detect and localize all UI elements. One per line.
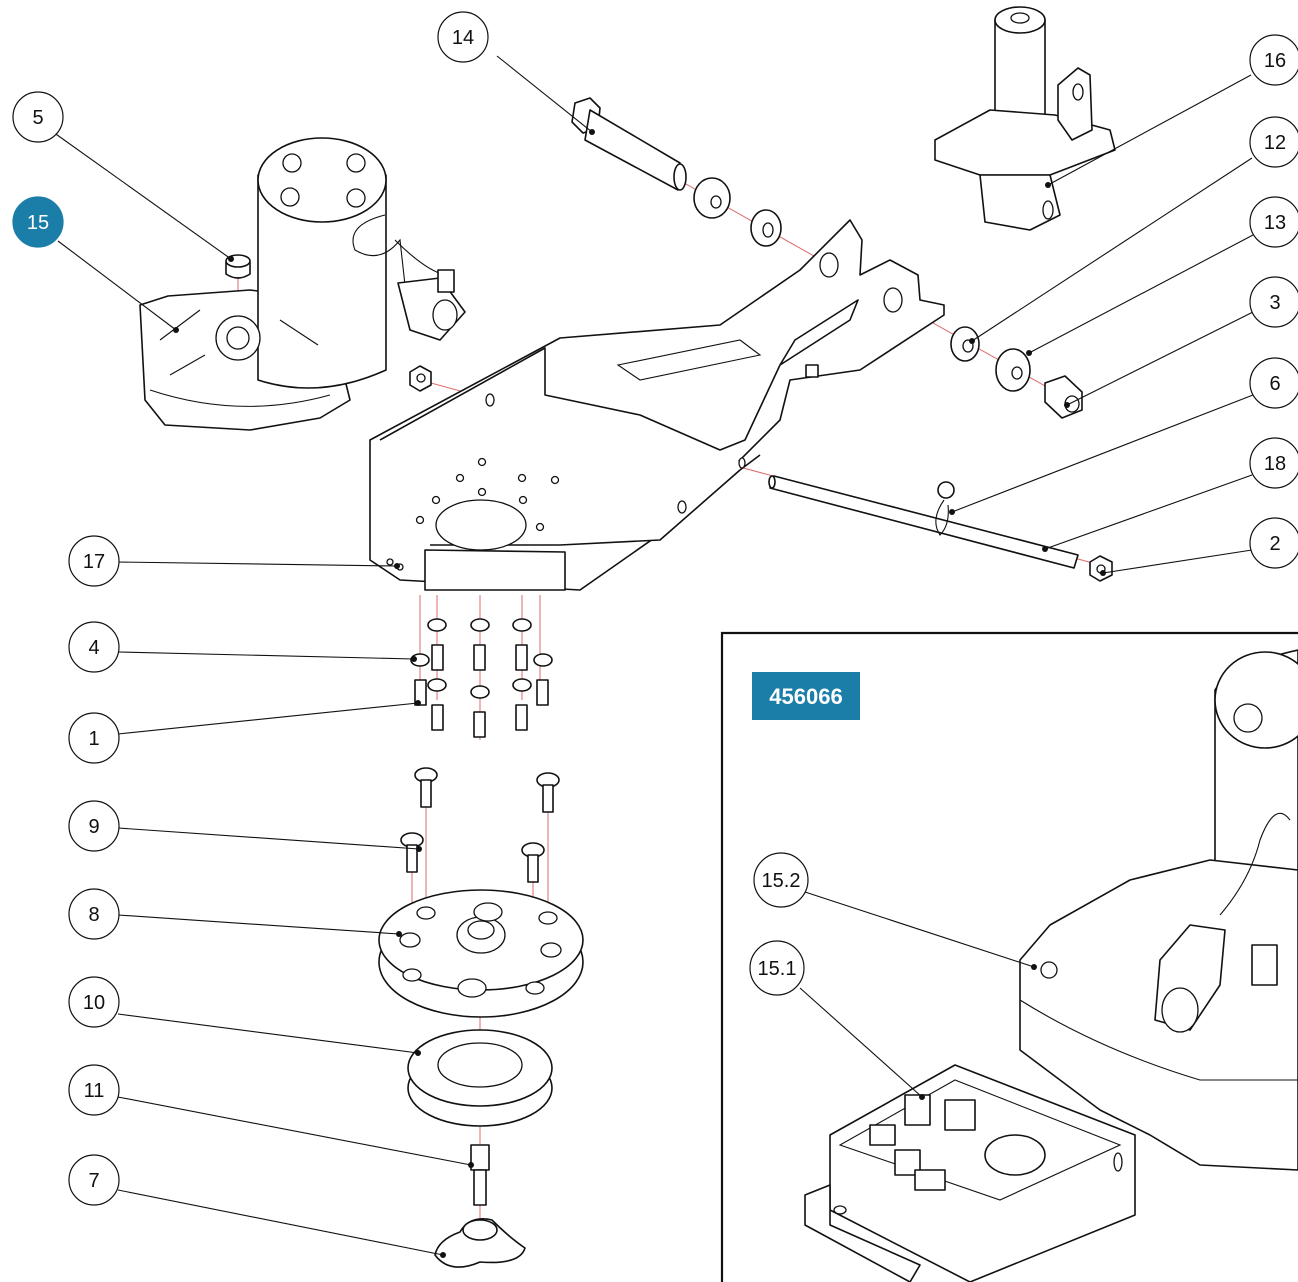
bushing-part-12 <box>950 326 980 362</box>
leader-dots <box>173 129 1106 1258</box>
callout-13[interactable]: 13 <box>1249 196 1298 248</box>
clip-part-6 <box>935 481 955 536</box>
callout-5[interactable]: 5 <box>12 91 64 143</box>
callout-label: 5 <box>32 107 43 129</box>
callout-label: 6 <box>1269 373 1280 395</box>
rod-part-18 <box>768 475 1079 569</box>
callout-4[interactable]: 4 <box>68 621 120 673</box>
callout-label: 13 <box>1264 212 1286 234</box>
washer-part-13 <box>995 348 1031 392</box>
plate-part-8 <box>378 889 584 1018</box>
callout-label: 1 <box>88 728 99 750</box>
bushing-part-14b <box>750 209 782 247</box>
callout-6[interactable]: 6 <box>1249 357 1298 409</box>
callout-3[interactable]: 3 <box>1249 276 1298 328</box>
leader-lines <box>52 55 1254 1256</box>
callout-label: 16 <box>1264 50 1286 72</box>
callout-label: 15.1 <box>758 958 797 980</box>
callout-label: 10 <box>83 992 105 1014</box>
washer-part-14a <box>693 177 731 219</box>
callout-label: 8 <box>88 904 99 926</box>
callout-15-1[interactable]: 15.1 <box>749 940 805 996</box>
callout-label: 17 <box>83 551 105 573</box>
callout-12[interactable]: 12 <box>1249 116 1298 168</box>
knob-part-7 <box>434 1218 526 1268</box>
nut-part-frame-left <box>409 365 432 392</box>
callout-label: 2 <box>1269 533 1280 555</box>
ring-part-10 <box>407 1029 553 1127</box>
bolt-part-14 <box>571 97 687 191</box>
callout-10[interactable]: 10 <box>68 976 120 1028</box>
callout-label: 14 <box>452 27 474 49</box>
callout-7[interactable]: 7 <box>68 1154 120 1206</box>
callout-2[interactable]: 2 <box>1249 517 1298 569</box>
cap-part-5 <box>225 254 251 279</box>
article-number-badge: 456066 <box>752 672 860 720</box>
callout-label: 9 <box>88 816 99 838</box>
screw-set-part-1-4 <box>410 618 553 738</box>
callout-1[interactable]: 1 <box>68 712 120 764</box>
callout-label: 18 <box>1264 453 1286 475</box>
nut-part-3 <box>1044 375 1083 419</box>
callout-15-2[interactable]: 15.2 <box>753 852 809 908</box>
nut-part-2 <box>1089 555 1113 582</box>
callout-label: 12 <box>1264 132 1286 154</box>
inset-detail-frame <box>720 631 1298 1282</box>
callout-15-highlighted[interactable]: 15 <box>12 196 64 248</box>
callout-11[interactable]: 11 <box>68 1064 120 1116</box>
callout-16[interactable]: 16 <box>1249 34 1298 86</box>
pin-part-11 <box>470 1144 490 1206</box>
callout-14[interactable]: 14 <box>437 11 489 63</box>
callout-8[interactable]: 8 <box>68 888 120 940</box>
callout-17[interactable]: 17 <box>68 535 120 587</box>
screws-part-9 <box>400 767 560 883</box>
callout-9[interactable]: 9 <box>68 800 120 852</box>
callout-label: 3 <box>1269 292 1280 314</box>
callout-label: 15.2 <box>762 870 801 892</box>
steering-fork-part-16 <box>934 6 1116 231</box>
callout-18[interactable]: 18 <box>1249 437 1298 489</box>
callout-label: 15 <box>27 212 49 234</box>
drive-motor-part-15 <box>139 137 466 431</box>
callout-label: 4 <box>88 637 99 659</box>
article-number-label: 456066 <box>769 684 842 709</box>
callout-label: 11 <box>84 1080 105 1102</box>
main-frame-part-17 <box>369 219 945 591</box>
callout-label: 7 <box>88 1170 99 1192</box>
